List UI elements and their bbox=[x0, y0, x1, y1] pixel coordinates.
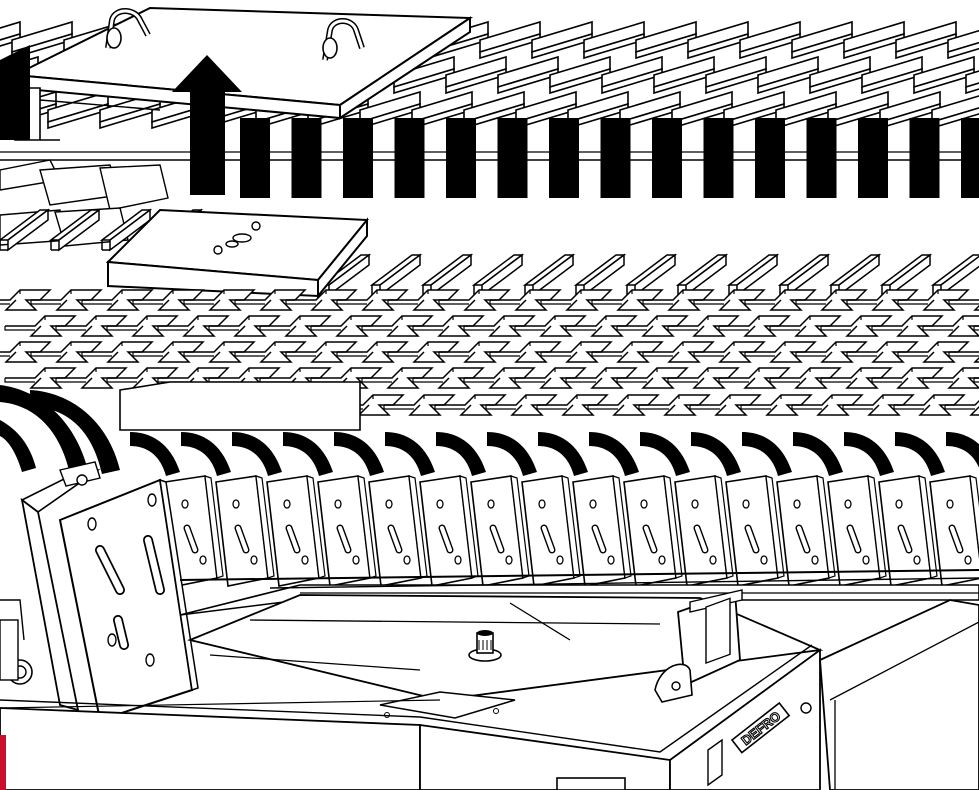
up-bar-icon bbox=[394, 118, 425, 198]
top-plate bbox=[479, 21, 541, 59]
up-bar-icon bbox=[291, 118, 322, 198]
baffle-plate bbox=[726, 476, 784, 586]
top-plate bbox=[757, 56, 819, 94]
top-plate bbox=[583, 21, 645, 59]
mid-plate bbox=[932, 254, 979, 296]
top-plate bbox=[531, 21, 593, 59]
curved-arrow-icon bbox=[130, 432, 180, 476]
curved-arrow-icon bbox=[589, 432, 639, 476]
front-baffle-frame bbox=[20, 461, 199, 722]
baffle-plate bbox=[420, 476, 478, 586]
curved-arrow-icon bbox=[436, 432, 486, 476]
top-plate bbox=[635, 21, 697, 59]
top-cover-plate bbox=[11, 6, 474, 141]
mid-plate bbox=[575, 254, 625, 296]
baffle-plate bbox=[369, 476, 427, 586]
rail-strip bbox=[179, 569, 979, 589]
baffle-plate bbox=[879, 476, 937, 586]
mid-plate bbox=[677, 254, 727, 296]
top-plate bbox=[47, 91, 109, 129]
up-bar-icon bbox=[497, 118, 528, 198]
curved-arrow-icon bbox=[334, 432, 384, 476]
top-plate bbox=[445, 56, 507, 94]
mid-plate bbox=[371, 254, 421, 296]
up-bar-icon bbox=[909, 118, 940, 198]
baffles-row bbox=[165, 476, 979, 586]
side-mechanism bbox=[0, 599, 33, 685]
curved-arrow-icon bbox=[640, 432, 690, 476]
curved-arrow-icon bbox=[895, 432, 945, 476]
top-plate bbox=[861, 56, 923, 94]
top-plate bbox=[601, 56, 663, 94]
mid-plate bbox=[779, 254, 829, 296]
up-bar-icon bbox=[652, 118, 682, 198]
curved-arrow-icon bbox=[946, 432, 979, 476]
mid-plate bbox=[422, 254, 472, 296]
curved-arrows-left bbox=[0, 381, 361, 474]
curved-arrow-icon bbox=[232, 432, 282, 476]
handle-icon bbox=[105, 8, 151, 49]
up-bar-icon bbox=[858, 118, 888, 198]
baffle-plate bbox=[624, 476, 682, 586]
mid-plate bbox=[473, 254, 523, 296]
top-plate bbox=[497, 56, 559, 94]
curved-arrow-icon bbox=[538, 432, 588, 476]
mid-plate bbox=[524, 254, 574, 296]
curved-arrow-icon bbox=[385, 432, 435, 476]
baffle-plate bbox=[675, 476, 733, 586]
curved-arrow-icon bbox=[181, 432, 231, 476]
top-plate bbox=[687, 21, 749, 59]
middle-cover-plate bbox=[105, 208, 370, 299]
top-plate bbox=[653, 56, 715, 94]
curved-arrow-icon bbox=[793, 432, 843, 476]
up-bar-icon bbox=[961, 118, 979, 198]
top-plate bbox=[809, 56, 871, 94]
baffle-plate bbox=[318, 476, 376, 586]
curved-arrow-icon bbox=[691, 432, 741, 476]
up-bar-icon bbox=[343, 118, 373, 198]
baffle-plate bbox=[828, 476, 886, 586]
up-bar-icon bbox=[549, 118, 579, 198]
mid-plate bbox=[881, 254, 931, 296]
handle-icon bbox=[322, 18, 365, 61]
up-bar-icon bbox=[755, 118, 785, 198]
mid-plate bbox=[626, 254, 676, 296]
left-plate-stack bbox=[0, 45, 979, 247]
baffle-plate bbox=[777, 476, 835, 586]
baffle-plate bbox=[267, 476, 325, 586]
baffle-plate bbox=[216, 476, 274, 586]
mid-plate bbox=[830, 254, 880, 296]
baffle-plate bbox=[471, 476, 529, 586]
top-plate bbox=[913, 56, 975, 94]
up-bar-icon bbox=[446, 118, 476, 198]
top-plate bbox=[843, 21, 905, 59]
curved-arrow-icon bbox=[844, 432, 894, 476]
boiler-top: DEFRO bbox=[0, 584, 979, 790]
up-bar-icon bbox=[806, 118, 837, 198]
top-plate bbox=[791, 21, 853, 59]
baffle-plate bbox=[522, 476, 580, 586]
control-unit bbox=[654, 589, 743, 703]
top-plate bbox=[895, 21, 957, 59]
mid-plate bbox=[728, 254, 778, 296]
up-bar-icon bbox=[600, 118, 631, 198]
curved-arrow-icon bbox=[487, 432, 537, 476]
up-bar-icon bbox=[703, 118, 734, 198]
top-grid-bars bbox=[240, 118, 979, 198]
top-plate bbox=[739, 21, 801, 59]
up-bar-icon bbox=[240, 118, 270, 198]
baffle-plate bbox=[573, 476, 631, 586]
top-plate bbox=[549, 56, 611, 94]
curved-arrow-icon bbox=[742, 432, 792, 476]
curved-arrows-row bbox=[130, 432, 979, 476]
curved-arrow-icon bbox=[283, 432, 333, 476]
knob-icon bbox=[468, 630, 502, 662]
top-plate bbox=[705, 56, 767, 94]
